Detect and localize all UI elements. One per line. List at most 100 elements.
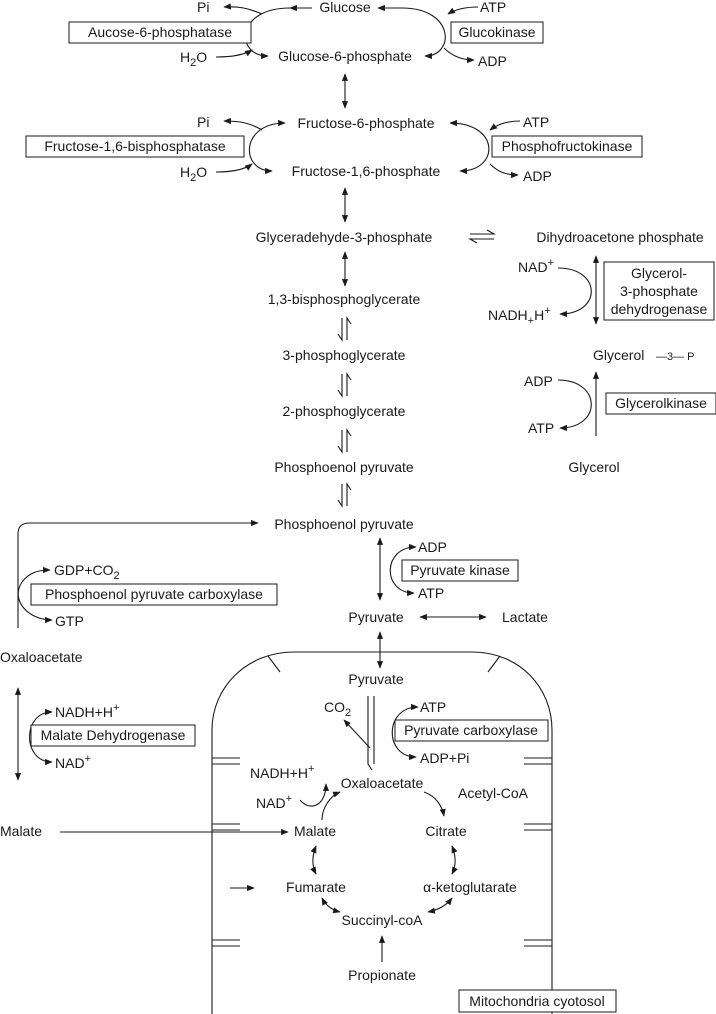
pepck-step: GDP+CO2 GTP Phosphoenol pyruvate carboxy… [17,519,278,629]
glycerolkinase-step: Glycerol —3— P ADP ATP Glycerolkinase Gl… [524,347,716,475]
malate-dehydrogenase-label: Malate Dehydrogenase [41,727,186,743]
malate-dehydrogenase-step: NADH+H+ NAD+ Malate Dehydrogenase [14,687,196,781]
glucose-6-phosphatase-label: Aucose-6-phosphatase [88,24,232,40]
equilibrium-pep-pep [337,482,352,508]
atp-to-adp-arc-pc [391,703,419,761]
g3pdh-label-line2: 3-phosphate [620,283,698,299]
pyruvate-mito-label: Pyruvate [348,671,403,687]
phosphofructokinase-label: Phosphofructokinase [502,138,633,154]
3-phosphoglycerate-label: 3-phosphoglycerate [283,347,406,363]
malate-to-oaa-arrow [321,791,341,821]
akg-succinyl-arrow [427,897,453,914]
co2-label: CO2 [324,699,351,719]
glucose-label: Glucose [319,0,371,15]
glycerol-label: Glycerol [568,459,619,475]
adp-label-gk: ADP [524,373,553,389]
adp-release-arrow [443,47,475,64]
nad-nadh-arc-tca [299,783,330,807]
atp-label-gk: ATP [528,420,554,436]
2-phosphoglycerate-label: 2-phosphoglycerate [283,403,406,419]
acetyl-coa-label: Acetyl-CoA [458,785,529,801]
fructose-bisphosphatase-box [25,135,245,158]
lactate-label: Lactate [502,609,548,625]
adp-label-pk: ADP [418,539,447,555]
pyruvate-carboxylase-box [394,719,549,742]
pi-label: Pi [197,0,209,15]
adp-to-atp-arc-pk [389,543,417,597]
adp-release-arrow-2 [489,163,519,179]
malate-dehydrogenase-box [30,724,196,747]
compartment-label-box [458,989,617,1013]
atp-input-arrow-2 [489,120,521,131]
fumarate-succinyl-arrow [321,897,341,914]
adp-pi-label-pc: ADP+Pi [420,750,469,766]
atp-label-2: ATP [523,114,549,130]
oxaloacetate-mito-label: Oxaloacetate [341,775,424,791]
acetylcoa-to-citrate-arrow [423,791,446,817]
pyruvate-kinase-step: ADP ATP Pyruvate kinase [376,537,519,601]
co2-release-arrow [343,719,371,749]
nad-mdh-label: NAD+ [55,753,91,771]
pyruvate-to-oaa-arrow [367,696,373,771]
glucokinase-box [450,21,544,44]
atp-label-pc: ATP [420,699,446,715]
fructose-6-phosphate-label: Fructose-6-phosphate [298,115,435,131]
phosphofructokinase-box [491,135,643,158]
fumarate-label: Fumarate [286,879,346,895]
glucokinase-label: Glucokinase [458,24,535,40]
equilibrium-bpg-3pg [337,316,352,342]
equilibrium-2pg-pep [337,428,352,454]
alpha-ketoglutarate-label: α-ketoglutarate [423,879,517,895]
fructose-bisphosphatase-label: Fructose-1,6-bisphosphatase [44,138,226,154]
glucose-g6p-step: Glucose Glucose-6-phosphate Pi H2O Aucos… [68,0,544,69]
compartment-label: Mitochondria cyotosol [469,993,604,1009]
pi-release-arrow [223,3,263,15]
malate-fumarate-arrow [310,845,317,875]
nad-label: NAD+ [518,257,554,275]
gdp-co2-label: GDP+CO2 [54,562,120,582]
adp-to-atp-arc [557,379,592,432]
pyruvate-kinase-box [401,559,519,582]
pyruvate-kinase-label: Pyruvate kinase [410,562,510,578]
nad-tca-label: NAD+ [256,793,292,811]
tca-cycle: Oxaloacetate NADH+H+ NAD+ Acetyl-CoA Mal… [230,763,529,983]
h2o-input-arrow-2 [215,163,253,173]
g3pdh-label-line3: dehydrogenase [611,301,708,317]
nadh-tca-label: NADH+H+ [250,763,314,781]
h2o-label: H2O [180,49,207,69]
equilibrium-arrows-gap-dhap [467,229,497,244]
glycerolkinase-box [605,392,716,415]
pi-label-2: Pi [197,114,209,130]
glycerolkinase-label: Glycerolkinase [615,395,707,411]
pi-release-arrow-2 [223,117,263,131]
citrate-akg-arrow [451,845,458,875]
atp-label-pk: ATP [418,585,444,601]
fbpase-arc [249,119,286,175]
atp-label: ATP [480,0,506,15]
pyruvate-carboxylase-step: CO2 ATP ADP+Pi Pyruvate carboxylase [324,696,549,771]
gtp-to-gdp-arc [17,566,53,624]
glycerol-3-phosphate-label: Glycerol [593,347,644,363]
pfk-arc [449,119,490,175]
pepck-label: Phosphoenol pyruvate carboxylase [45,586,263,602]
gtp-label: GTP [55,613,84,629]
fructose-1-6-phosphate-label: Fructose-1,6-phosphate [292,163,441,179]
glyceraldehyde-3-phosphate-label: Glyceradehyde-3-phosphate [256,229,433,245]
glycerol-3-phosphate-suffix: —3— P [656,351,695,363]
succinyl-coa-label: Succinyl-coA [342,912,424,928]
pyruvate-cytosol-label: Pyruvate [348,609,403,625]
nadh-to-nad-arc [29,708,53,766]
nadh-label: NADH+H+ [488,305,551,327]
adp-label-2: ADP [523,168,552,184]
atp-input-arrow [447,6,479,15]
phosphoenol-pyruvate-label-1: Phosphoenol pyruvate [274,459,414,475]
g3pdh-label-line1: Glycerol- [631,265,687,281]
f6p-f16bp-step: Fructose-6-phosphate Fructose-1,6-phosph… [25,114,643,184]
malate-cytosol-label: Malate [0,823,42,839]
propionate-label: Propionate [348,967,416,983]
phosphoenol-pyruvate-label-2: Phosphoenol pyruvate [274,516,414,532]
oxaloacetate-to-pep-arrow [17,519,259,628]
1-3-bisphosphoglycerate-label: 1,3-bisphosphoglycerate [268,291,421,307]
dihydroacetone-phosphate-label: Dihydroacetone phosphate [536,229,704,245]
glucokinase-arc [401,7,446,60]
